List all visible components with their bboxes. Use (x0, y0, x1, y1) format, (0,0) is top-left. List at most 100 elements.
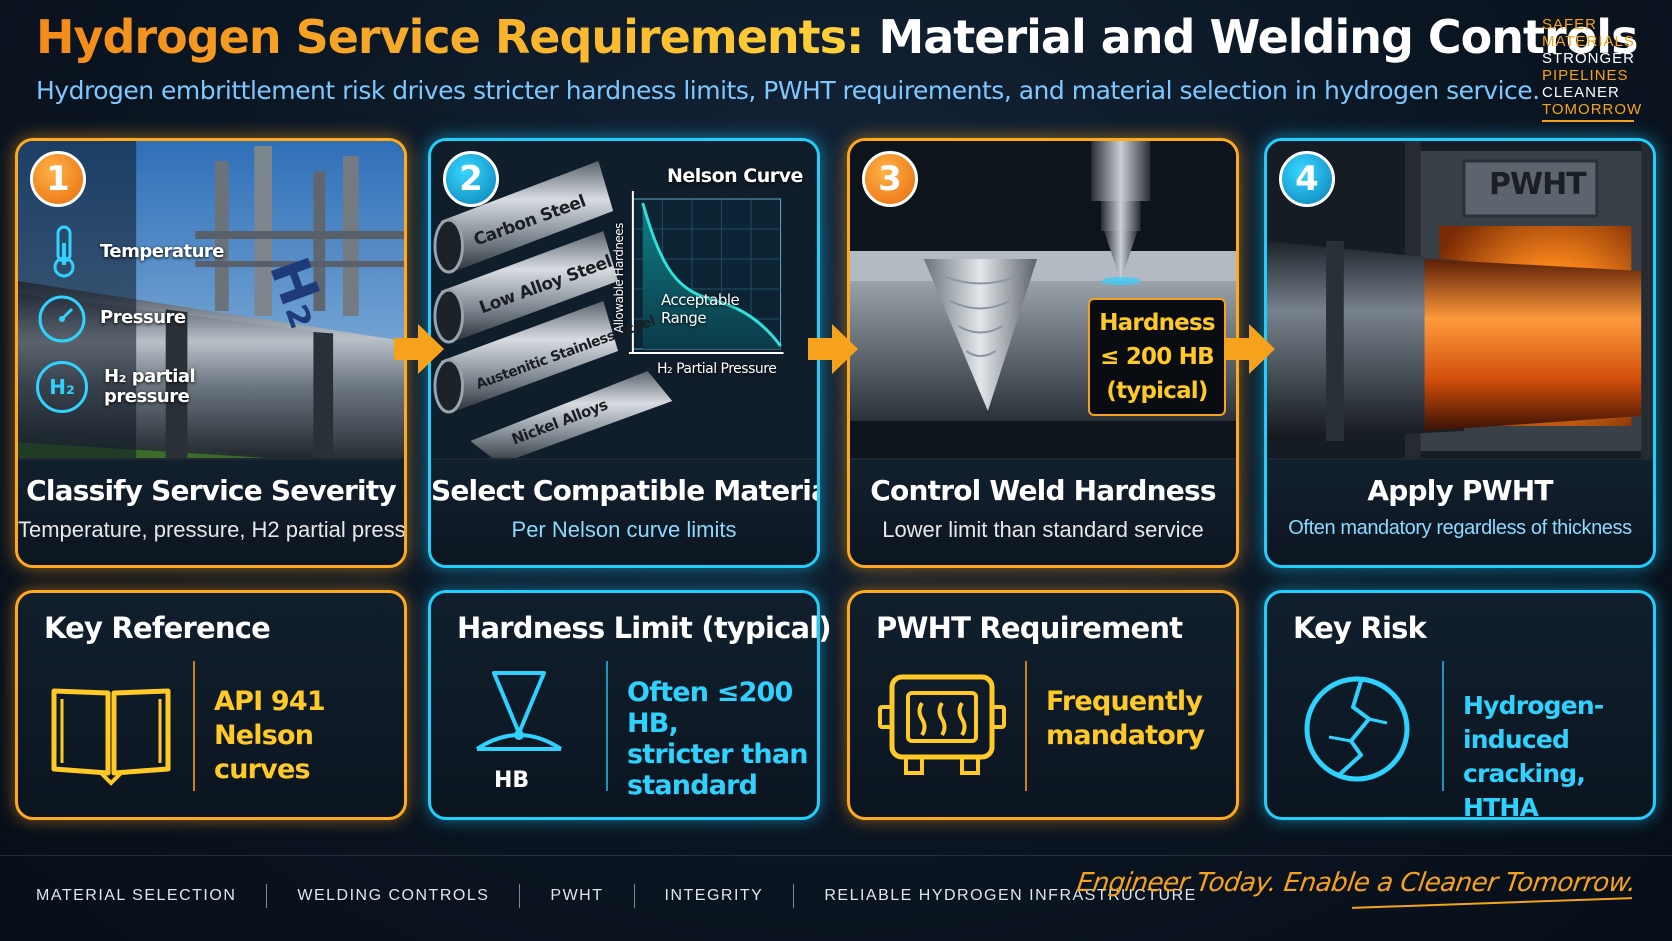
slogan-line: PIPELINES (1542, 67, 1629, 84)
step-title: Classify Service Severity (26, 474, 397, 507)
page-title: Hydrogen Service Requirements: Material … (36, 10, 1638, 64)
info-body: Often ≤200 HB, stricter than standard (627, 677, 817, 801)
title-part2: Material and Welding Controls (878, 10, 1638, 64)
title-part1: Hydrogen Service Requirements: (36, 10, 864, 64)
arrow-right-icon (394, 324, 444, 374)
step-card-1: 1 Temperature Pressure H₂ H₂ partial pre… (15, 138, 407, 568)
h2-icon-text: H₂ (49, 375, 75, 399)
slogan-line: TOMORROW (1542, 101, 1643, 118)
hardness-callout: Hardness ≤ 200 HB (typical) (1088, 298, 1226, 416)
h2-label-line2: pressure (104, 386, 190, 407)
footer-divider (0, 855, 1672, 856)
info-heading: Key Reference (44, 611, 271, 645)
heat-furnace-icon (878, 674, 1006, 775)
info-divider (606, 661, 608, 791)
pressure-label: Pressure (100, 307, 186, 328)
info-card-pwht-requirement: PWHT Requirement Frequently mandatory (847, 590, 1239, 820)
step-title: Control Weld Hardness (870, 474, 1216, 507)
slogan-line: CLEANER (1542, 84, 1620, 101)
step-caption: Classify Service Severity Temperature, p… (18, 458, 404, 565)
h2-label-line1: H₂ partial (104, 366, 196, 387)
step-subtitle: Lower limit than standard service (882, 517, 1204, 542)
nelson-x-axis-label: H₂ Partial Pressure (657, 361, 777, 377)
info-line: Frequently (1046, 686, 1203, 717)
furnace-pwht-label: PWHT (1489, 167, 1587, 202)
footer-tagline: Engineer Today. Enable a Cleaner Tomorro… (1075, 868, 1639, 898)
footer-separator (793, 884, 795, 908)
info-heading: PWHT Requirement (876, 611, 1183, 645)
step-number-badge: 3 (862, 151, 918, 207)
info-line: cracking, HTHA (1463, 759, 1586, 822)
step-caption: Apply PWHT Often mandatory regardless of… (1267, 458, 1653, 565)
footer-separator (519, 884, 521, 908)
nelson-curve-title: Nelson Curve (667, 165, 803, 187)
footer-item: PWHT (550, 887, 604, 904)
acceptable-range-label: Acceptable Range (661, 291, 740, 327)
footer-item: MATERIAL SELECTION (36, 887, 237, 904)
info-heading: Key Risk (1293, 611, 1427, 645)
h2-icon: H₂ (36, 361, 88, 413)
step-subtitle: Temperature, pressure, H2 partial pressu… (18, 517, 407, 542)
footer-separator (266, 884, 268, 908)
slogan-line: SAFER (1542, 16, 1598, 33)
arrow-right-icon (808, 324, 858, 374)
info-line: Often ≤200 HB, (627, 677, 793, 739)
info-divider (1442, 661, 1444, 791)
hardness-callout-line2: ≤ 200 HB (1100, 344, 1214, 370)
step-subtitle: Often mandatory regardless of thickness (1288, 517, 1632, 539)
step-caption: Select Compatible Material Per Nelson cu… (431, 458, 817, 565)
hardness-callout-line3: (typical) (1106, 378, 1208, 404)
arrow-right-icon (1225, 324, 1275, 374)
info-body: API 941 Nelson curves (214, 685, 404, 787)
info-heading: Hardness Limit (typical) (457, 611, 832, 645)
hb-icon-label: HB (494, 768, 530, 793)
slogan-line: MATERIALS (1542, 33, 1635, 50)
step-subtitle: Per Nelson curve limits (511, 517, 737, 542)
info-line: API 941 (214, 686, 326, 717)
temperature-label: Temperature (100, 241, 224, 262)
h2-partial-pressure-label: H₂ partial pressure (104, 366, 196, 407)
slogan-block: SAFER MATERIALS STRONGER PIPELINES CLEAN… (1542, 16, 1642, 122)
info-body: Frequently mandatory (1046, 685, 1205, 753)
pressure-gauge-icon (38, 295, 86, 343)
nelson-y-axis-label: Allowable Hardnees (611, 223, 626, 333)
hardness-callout-line1: Hardness (1099, 310, 1215, 336)
step-title: Apply PWHT (1367, 474, 1553, 507)
footer-nav: MATERIAL SELECTION WELDING CONTROLS PWHT… (36, 884, 1197, 908)
step-card-4: 4 PWHT Apply PWHT Often mandatory regard… (1264, 138, 1656, 568)
info-divider (1025, 661, 1027, 791)
info-divider (193, 661, 195, 791)
acceptable-range-line1: Acceptable (661, 291, 740, 309)
slogan-line: STRONGER (1542, 50, 1636, 67)
info-line: Nelson curves (214, 720, 314, 785)
pwht-furnace-illustration (1267, 141, 1653, 464)
footer-separator (633, 884, 635, 908)
footer-item: RELIABLE HYDROGEN INFRASTRUCTURE (824, 887, 1197, 904)
slogan-underline (1542, 120, 1634, 122)
hardness-indenter-icon (475, 671, 563, 751)
step-title: Select Compatible Material (431, 474, 820, 507)
book-icon (51, 688, 171, 786)
tagline-underline (1352, 897, 1632, 909)
acceptable-range-line2: Range (661, 309, 707, 327)
info-line: Hydrogen-induced (1463, 691, 1604, 754)
info-card-key-reference: Key Reference API 941 Nelson curves (15, 590, 407, 820)
materials-illustration (431, 141, 817, 464)
info-line: standard (627, 770, 758, 801)
info-line: mandatory (1046, 720, 1205, 751)
step-number-badge: 2 (443, 151, 499, 207)
step-card-3: 3 Hardness ≤ 200 HB (typical) Control We… (847, 138, 1239, 568)
thermometer-icon (53, 225, 75, 278)
step-number-badge: 4 (1279, 151, 1335, 207)
footer-item: INTEGRITY (664, 887, 764, 904)
page-subtitle: Hydrogen embrittlement risk drives stric… (36, 76, 1540, 105)
info-body: Hydrogen-induced cracking, HTHA (1463, 689, 1653, 825)
step-caption: Control Weld Hardness Lower limit than s… (850, 458, 1236, 565)
info-card-key-risk: Key Risk Hydrogen-induced cracking, HTHA (1264, 590, 1656, 822)
cracked-circle-icon (1304, 676, 1410, 782)
refinery-pipe-illustration (18, 141, 404, 464)
info-line: stricter than (627, 739, 808, 770)
footer-item: WELDING CONTROLS (297, 887, 490, 904)
step-number-badge: 1 (30, 151, 86, 207)
step-card-2: 2 Carbon Steel Low Alloy Steel Austeniti… (428, 138, 820, 568)
